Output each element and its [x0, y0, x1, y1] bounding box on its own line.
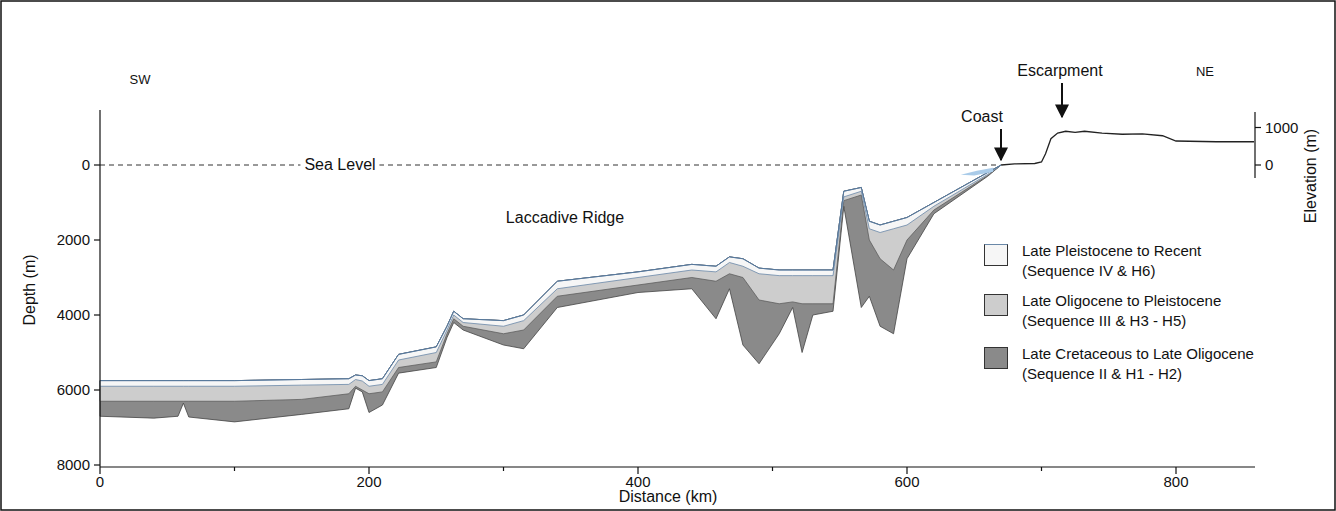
legend-text: Late Oligocene to Pleistocene (Sequence … [1022, 291, 1267, 331]
tick [637, 467, 638, 474]
tick-label: 8000 [57, 456, 90, 473]
tick-label: 400 [625, 473, 650, 490]
coast-arrow [1000, 129, 1002, 160]
sea-level-line [100, 165, 998, 166]
direction-label: NE [1196, 65, 1214, 80]
axis-title: Depth (m) [21, 254, 39, 325]
legend-text: Late Cretaceous to Late Oligocene (Seque… [1022, 344, 1267, 384]
tick-label: 6000 [57, 381, 90, 398]
tick-label: 200 [356, 473, 381, 490]
legend-swatch [984, 347, 1008, 369]
section-layers [100, 165, 1001, 422]
pleistocene-recent-layer [100, 165, 1001, 386]
tick-label: 4000 [57, 306, 90, 323]
elevation-axis [1254, 112, 1255, 178]
tick [1255, 164, 1261, 165]
land-profile [1001, 131, 1254, 165]
legend-text: Late Pleistocene to Recent (Sequence IV … [1022, 241, 1267, 281]
tick [234, 467, 235, 471]
tick [94, 164, 100, 165]
tick-label: 0 [96, 473, 104, 490]
tick-label: 600 [894, 473, 919, 490]
tick [99, 467, 100, 474]
feature-label: Escarpment [1017, 62, 1102, 80]
seafloor-line [100, 165, 1001, 381]
tick-label: 2000 [57, 231, 90, 248]
depth-axis [99, 110, 100, 467]
escarpment-arrow [1061, 83, 1063, 117]
tick [1255, 127, 1261, 128]
coastal-wedge [961, 168, 993, 176]
tick [368, 467, 369, 474]
legend-swatch [984, 244, 1008, 266]
oligocene-pleistocene-layer [100, 165, 1001, 401]
tick [1041, 467, 1042, 471]
direction-label: SW [130, 73, 151, 88]
tick-label: 0 [82, 156, 90, 173]
tick [906, 467, 907, 474]
axis-title: Elevation (m) [1302, 129, 1320, 223]
tick [94, 464, 100, 465]
feature-label: Laccadive Ridge [506, 209, 624, 227]
tick [94, 389, 100, 390]
tick-label: 800 [1163, 473, 1188, 490]
feature-label: Coast [961, 108, 1003, 126]
legend-swatch [984, 294, 1008, 316]
tick [1175, 467, 1176, 474]
tick [503, 467, 504, 471]
tick-label: 0 [1265, 156, 1273, 173]
distance-axis [100, 466, 1255, 467]
axis-title: Distance (km) [619, 488, 718, 506]
tick-label: 1000 [1265, 119, 1298, 136]
tick [94, 239, 100, 240]
cretaceous-oligocene-layer [100, 165, 1001, 422]
tick [94, 314, 100, 315]
tick [772, 467, 773, 471]
sea-level-label: Sea Level [300, 156, 379, 174]
